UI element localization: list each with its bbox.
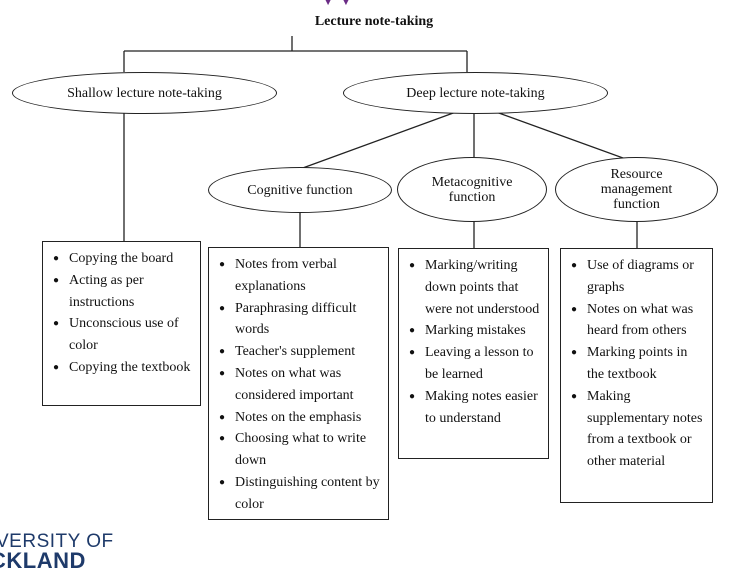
list-item: Marking/writing down points that were no… bbox=[407, 255, 544, 320]
list-item: Choosing what to write down bbox=[217, 428, 380, 472]
branding-line-2: CKLAND bbox=[0, 548, 86, 573]
metacognitive-list-box: Marking/writing down points that were no… bbox=[398, 248, 549, 459]
shallow-note-taking-node: Shallow lecture note-taking bbox=[12, 72, 277, 114]
list-item: Leaving a lesson to be learned bbox=[407, 342, 544, 386]
list-item: Making supplementary notes from a textbo… bbox=[569, 386, 704, 473]
list-item: Distinguishing content by color bbox=[217, 472, 380, 516]
deep-note-taking-node: Deep lecture note-taking bbox=[343, 72, 608, 114]
resource-management-function-label: Resource management function bbox=[600, 167, 673, 212]
list-item: Notes on the emphasis bbox=[217, 407, 380, 429]
list-item: Unconscious use of color bbox=[51, 313, 192, 357]
cognitive-list-box: Notes from verbal explanations Paraphras… bbox=[208, 247, 389, 520]
cognitive-function-label: Cognitive function bbox=[247, 182, 353, 198]
university-branding: VERSITY OF CKLAND bbox=[0, 531, 114, 573]
list-item: Notes on what was considered important bbox=[217, 363, 380, 407]
list-item: Use of diagrams or graphs bbox=[569, 255, 704, 299]
metacognitive-function-label: Metacognitive function bbox=[431, 174, 513, 205]
shallow-note-taking-label: Shallow lecture note-taking bbox=[67, 85, 222, 101]
diagram-title: Lecture note-taking bbox=[314, 14, 434, 29]
list-item: Notes from verbal explanations bbox=[217, 254, 380, 298]
cognitive-function-node: Cognitive function bbox=[208, 167, 392, 213]
resource-list-box: Use of diagrams or graphs Notes on what … bbox=[560, 248, 713, 503]
list-item: Copying the board bbox=[51, 248, 192, 270]
list-item: Paraphrasing difficult words bbox=[217, 298, 380, 342]
list-item: Marking points in the textbook bbox=[569, 342, 704, 386]
list-item: Teacher's supplement bbox=[217, 341, 380, 363]
metacognitive-function-node: Metacognitive function bbox=[397, 157, 547, 222]
branding-line-1: VERSITY OF bbox=[0, 531, 114, 552]
list-item: Making notes easier to understand bbox=[407, 386, 544, 430]
deep-note-taking-label: Deep lecture note-taking bbox=[406, 85, 545, 101]
list-item: Copying the textbook bbox=[51, 357, 192, 379]
logo-fragment: ▼▼ bbox=[322, 0, 358, 8]
list-item: Notes on what was heard from others bbox=[569, 299, 704, 343]
list-item: Marking mistakes bbox=[407, 320, 544, 342]
shallow-list-box: Copying the board Acting as per instruct… bbox=[42, 241, 201, 406]
resource-management-function-node: Resource management function bbox=[555, 157, 718, 222]
list-item: Acting as per instructions bbox=[51, 270, 192, 314]
